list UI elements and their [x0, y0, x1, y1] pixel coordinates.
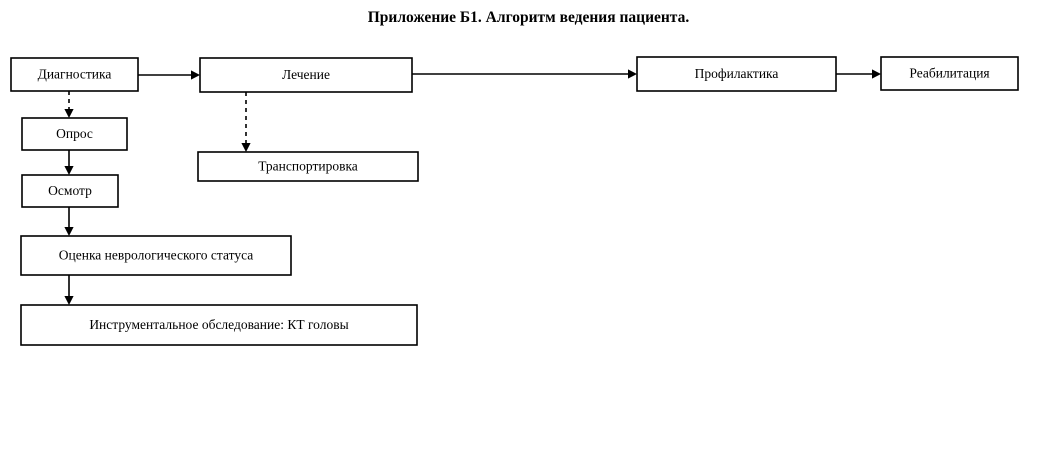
node-label-osmotr: Осмотр [48, 183, 92, 198]
node-box-lechenie[interactable] [199, 57, 413, 93]
edge-lechenie-to-profilaktika [412, 69, 637, 79]
node-box-opros[interactable] [21, 117, 128, 151]
node-box-profilaktika[interactable] [636, 56, 837, 92]
node-instrumental[interactable]: Инструментальное обследование: КТ головы [20, 304, 418, 346]
edge-diagnostika-to-lechenie [138, 70, 200, 80]
node-ocenka[interactable]: Оценка неврологического статуса [20, 235, 292, 276]
edge-diagnostika-to-opros [64, 91, 74, 118]
node-label-instrumental: Инструментальное обследование: КТ головы [89, 317, 348, 332]
node-label-profilaktika: Профилактика [695, 66, 779, 81]
node-box-diagnostika[interactable] [10, 57, 139, 92]
node-label-ocenka: Оценка неврологического статуса [59, 248, 253, 263]
edge-lechenie-to-transportirovka [241, 92, 251, 152]
edge-osmotr-to-ocenka [64, 207, 74, 236]
node-box-reabilitaciya[interactable] [880, 56, 1019, 91]
node-label-lechenie: Лечение [282, 67, 330, 82]
node-label-reabilitaciya: Реабилитация [909, 66, 989, 81]
node-box-instrumental[interactable] [20, 304, 418, 346]
node-osmotr[interactable]: Осмотр [21, 174, 119, 208]
node-box-osmotr[interactable] [21, 174, 119, 208]
node-label-diagnostika: Диагностика [38, 67, 112, 82]
edges-layer [64, 69, 881, 305]
node-diagnostika[interactable]: Диагностика [10, 57, 139, 92]
node-lechenie[interactable]: Лечение [199, 57, 413, 93]
node-profilaktika[interactable]: Профилактика [636, 56, 837, 92]
node-box-transportirovka[interactable] [197, 151, 419, 182]
node-opros[interactable]: Опрос [21, 117, 128, 151]
edge-profilaktika-to-reabilitaciya [836, 69, 881, 79]
edge-opros-to-osmotr [64, 150, 74, 175]
node-reabilitaciya[interactable]: Реабилитация [880, 56, 1019, 91]
edge-ocenka-to-instrumental [64, 275, 74, 305]
node-label-transportirovka: Транспортировка [258, 159, 358, 174]
nodes-layer: Диагностика Лечение Профилактика Реабилитац… [10, 56, 1019, 346]
node-transportirovka[interactable]: Транспортировка [197, 151, 419, 182]
node-box-ocenka[interactable] [20, 235, 292, 276]
page-title: Приложение Б1. Алгоритм ведения пациента… [367, 9, 690, 26]
node-label-opros: Опрос [56, 126, 93, 141]
